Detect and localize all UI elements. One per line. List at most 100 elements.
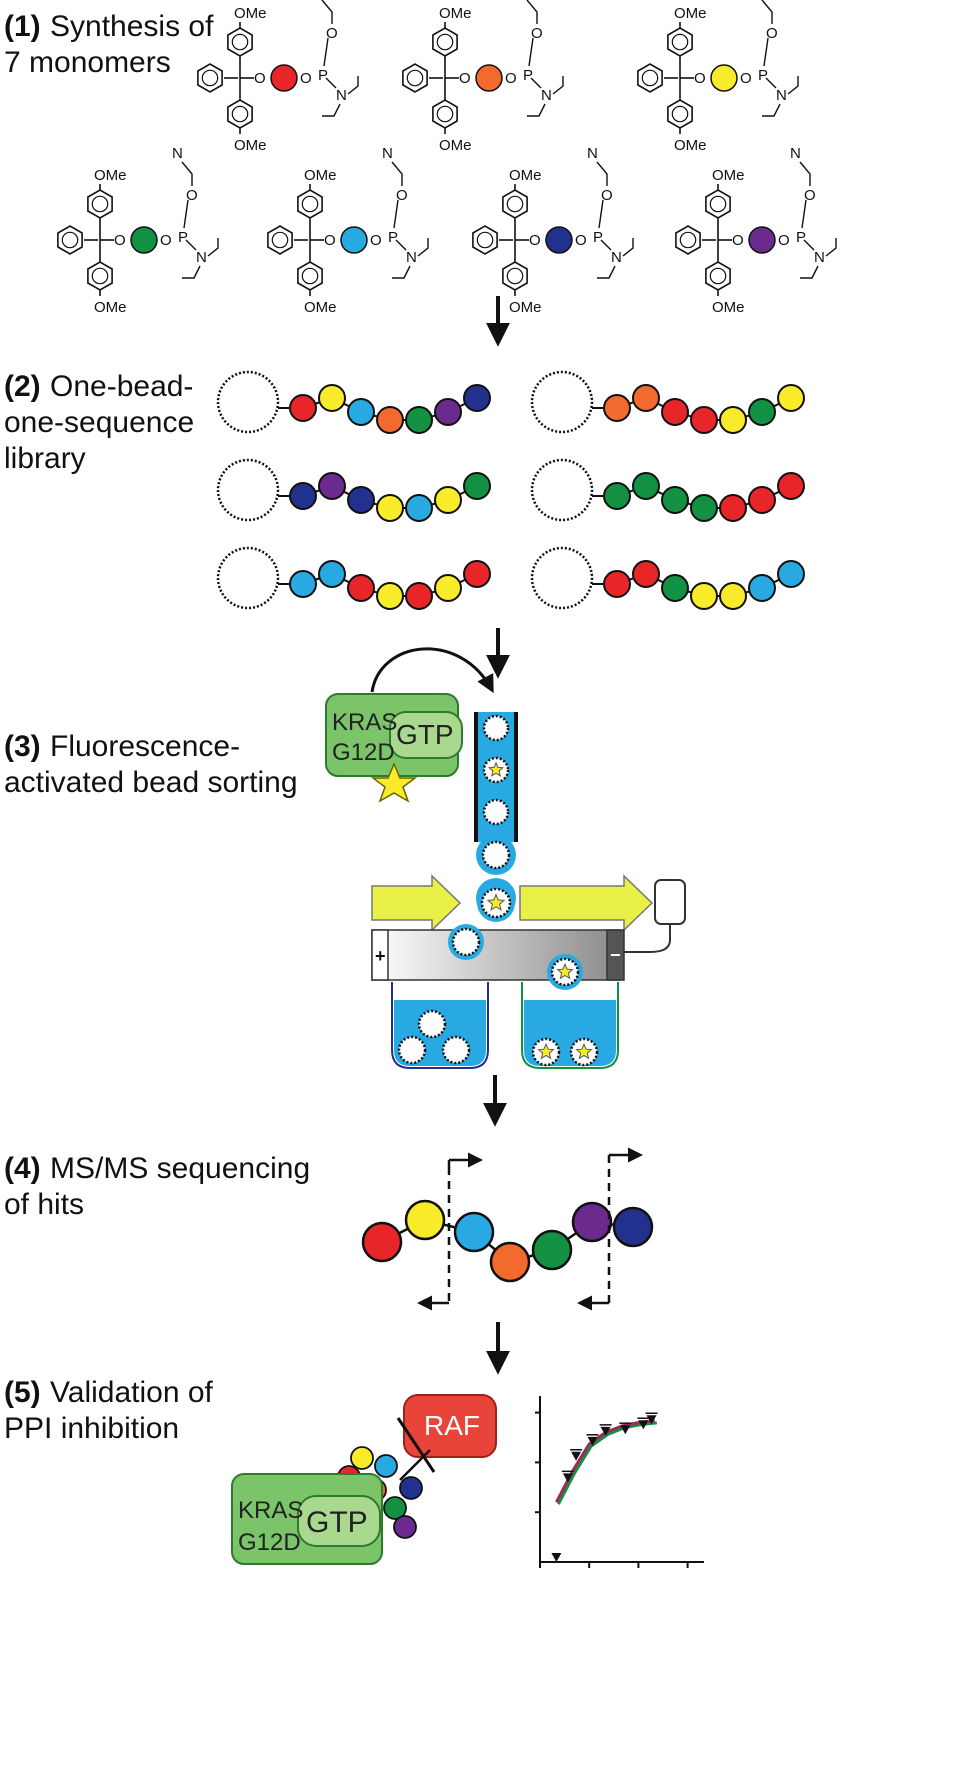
bead-icon — [482, 714, 510, 742]
svg-text:N: N — [336, 87, 347, 104]
monomer-sphere — [748, 574, 776, 602]
bead-icon — [216, 458, 280, 522]
sorting-apparatus: KRAS G12D GTP + − — [325, 647, 686, 1069]
step-5-title: (5) Validation of PPI inhibition — [4, 1376, 214, 1445]
svg-text:OMe: OMe — [712, 167, 745, 184]
detection-beam-icon — [519, 874, 654, 932]
monomer-sphere — [270, 64, 298, 92]
monomer-sphere — [434, 398, 462, 426]
monomer-sphere — [404, 1199, 446, 1241]
monomer-sphere — [374, 1454, 398, 1478]
minus-label: − — [610, 945, 621, 965]
svg-text:N: N — [382, 145, 393, 162]
monomer-sphere — [376, 582, 404, 610]
monomer-sphere — [376, 494, 404, 522]
monomer-sphere — [777, 560, 805, 588]
monomer-sphere — [376, 406, 404, 434]
svg-text:O: O — [766, 25, 778, 42]
data-point — [562, 1473, 573, 1483]
plus-label: + — [375, 946, 386, 966]
monomer-sphere — [710, 64, 738, 92]
svg-text:7 monomers: 7 monomers — [4, 46, 171, 79]
monomer-sphere — [475, 64, 503, 92]
svg-text:O: O — [459, 70, 471, 87]
gtp-label: GTP — [396, 719, 454, 750]
svg-text:O: O — [300, 70, 312, 87]
svg-text:O: O — [396, 187, 408, 204]
monomer-sphere — [434, 486, 462, 514]
monomer-sphere — [661, 398, 689, 426]
monomer-sphere — [289, 570, 317, 598]
svg-text:O: O — [531, 25, 543, 42]
svg-text:O: O — [529, 232, 541, 249]
monomer-sphere — [340, 226, 368, 254]
monomer-sphere — [361, 1221, 403, 1263]
svg-text:OMe: OMe — [712, 299, 745, 316]
bead-icon — [481, 840, 511, 870]
svg-text:OMe: OMe — [674, 137, 707, 154]
laser-arrow-icon — [371, 874, 462, 932]
svg-text:OMe: OMe — [304, 167, 337, 184]
svg-text:one-sequence: one-sequence — [4, 406, 194, 439]
monomer-sphere — [748, 226, 776, 254]
chart-ticks — [535, 1411, 689, 1568]
svg-text:O: O — [740, 70, 752, 87]
flow-arrows — [483, 296, 510, 1375]
svg-text:N: N — [814, 249, 825, 266]
svg-text:O: O — [254, 70, 266, 87]
monomer-sphere — [748, 486, 776, 514]
gtp-pocket — [389, 711, 463, 759]
svg-text:Synthesis of: Synthesis of — [50, 10, 214, 43]
monomer-sphere — [405, 582, 433, 610]
star-icon — [486, 893, 506, 911]
monomer-sphere — [545, 226, 573, 254]
g12d-label: G12D — [238, 1529, 301, 1556]
svg-text:(4): (4) — [4, 1152, 41, 1185]
monomer-sphere — [632, 384, 660, 412]
svg-text:P: P — [318, 67, 328, 84]
svg-text:MS/MS sequencing: MS/MS sequencing — [50, 1152, 310, 1185]
svg-text:N: N — [790, 145, 801, 162]
svg-text:library: library — [4, 442, 86, 475]
gtp-label: GTP — [306, 1506, 368, 1539]
blocked-interaction-mark — [396, 1417, 436, 1473]
bead-icon — [216, 370, 280, 434]
detector-icon — [654, 879, 686, 925]
step-3-title: (3) Fluorescence- activated bead sorting — [4, 730, 298, 799]
svg-text:OMe: OMe — [439, 5, 472, 22]
binding-line — [399, 1449, 431, 1481]
monomer-sphere — [719, 494, 747, 522]
data-point — [646, 1415, 657, 1425]
data-point — [551, 1553, 562, 1563]
svg-text:O: O — [114, 232, 126, 249]
monomer-sphere — [612, 1206, 654, 1248]
svg-text:O: O — [804, 187, 816, 204]
svg-text:One-bead-: One-bead- — [50, 370, 193, 403]
star-icon — [537, 1042, 555, 1060]
svg-text:OMe: OMe — [509, 167, 542, 184]
monomer-sphere — [399, 1476, 423, 1500]
monomer-sphere — [289, 394, 317, 422]
monomer-sphere — [318, 384, 346, 412]
svg-text:O: O — [778, 232, 790, 249]
monomer-structures: OMeOMeOOPONNOMeOMeOOPONNOMeOMeOOPONNOMeO… — [57, 0, 837, 316]
svg-text:N: N — [587, 145, 598, 162]
monomer-sphere — [489, 1241, 531, 1283]
monomer-sphere — [748, 398, 776, 426]
bead-icon — [482, 798, 510, 826]
fluorescent-bead — [477, 884, 515, 922]
svg-text:O: O — [505, 70, 517, 87]
bead-library — [216, 370, 805, 610]
monomer-sphere — [690, 582, 718, 610]
monomer-sphere — [405, 406, 433, 434]
monomer-sphere — [289, 482, 317, 510]
svg-text:O: O — [601, 187, 613, 204]
monomer-sphere — [347, 486, 375, 514]
